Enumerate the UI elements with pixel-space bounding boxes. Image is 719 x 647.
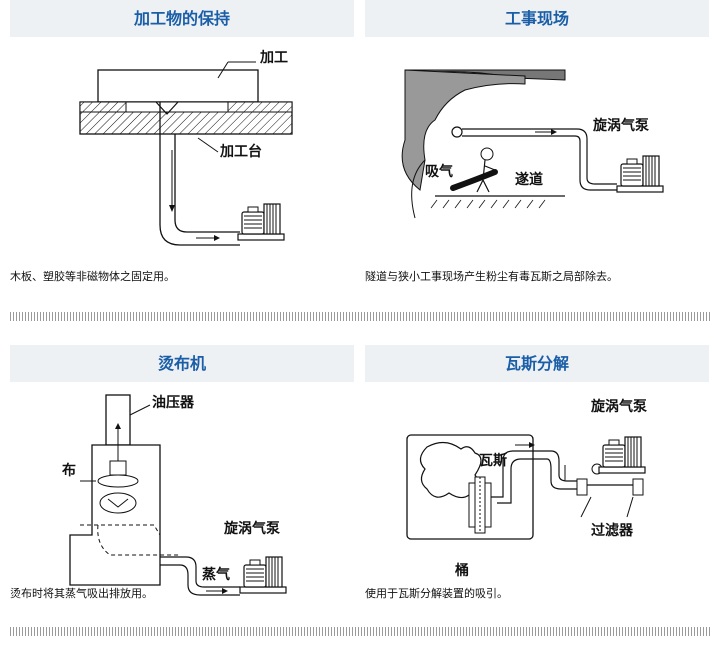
panel-caption: 烫布时将其蒸气吸出排放用。 xyxy=(10,587,153,600)
label-cloth: 布 xyxy=(62,462,76,479)
label-workpiece: 加工 xyxy=(259,50,288,66)
gas-decomposition-diagram: 旋涡气泵 瓦斯 过滤器 桶 xyxy=(406,398,647,579)
label-filter: 过滤器 xyxy=(591,522,634,539)
panel-title: 加工物的保持 xyxy=(133,9,230,28)
panel-title: 烫布机 xyxy=(157,354,206,373)
panel-title-bar xyxy=(365,345,709,382)
panel-title: 瓦斯分解 xyxy=(504,354,569,373)
panel-caption: 使用于瓦斯分解装置的吸引。 xyxy=(365,587,508,600)
panel-title-bar xyxy=(365,0,709,37)
intake-nozzle xyxy=(451,126,463,138)
label-vortex-pump: 旋涡气泵 xyxy=(592,117,649,134)
label-steam: 蒸气 xyxy=(202,566,230,583)
panel-title-bar xyxy=(10,0,354,37)
label-work-table: 加工台 xyxy=(219,143,262,160)
filter-left xyxy=(576,478,588,496)
workpiece-block xyxy=(97,69,259,103)
label-suction: 吸气 xyxy=(425,163,453,180)
label-tunnel: 遂道 xyxy=(515,171,543,188)
label-gas: 瓦斯 xyxy=(479,452,507,469)
construction-site-diagram: 旋涡气泵 吸气 遂道 xyxy=(401,69,664,219)
cloth xyxy=(97,474,139,488)
panel-title: 工事现场 xyxy=(504,9,569,28)
label-barrel: 桶 xyxy=(455,562,469,579)
suction-hose xyxy=(450,169,498,191)
label-vortex-pump: 旋涡气泵 xyxy=(590,398,647,415)
separator xyxy=(10,627,710,636)
panel-caption: 隧道与狭小工事现场产生粉尘有毒瓦斯之局部除去。 xyxy=(365,270,618,283)
panel-title-bar xyxy=(10,345,354,382)
workpiece-holding-diagram: 加工 加工台 xyxy=(79,50,293,246)
ironing-plate xyxy=(99,492,137,514)
cloth-ironing-diagram: 油压器 布 旋涡气泵 蒸气 xyxy=(62,394,287,596)
label-vortex-pump: 旋涡气泵 xyxy=(223,520,280,537)
separator xyxy=(10,312,710,321)
filter-right xyxy=(632,478,644,496)
worker xyxy=(480,147,494,161)
label-hydraulic-press: 油压器 xyxy=(152,394,195,411)
panel-caption: 木板、塑胶等非磁物体之固定用。 xyxy=(10,270,175,283)
